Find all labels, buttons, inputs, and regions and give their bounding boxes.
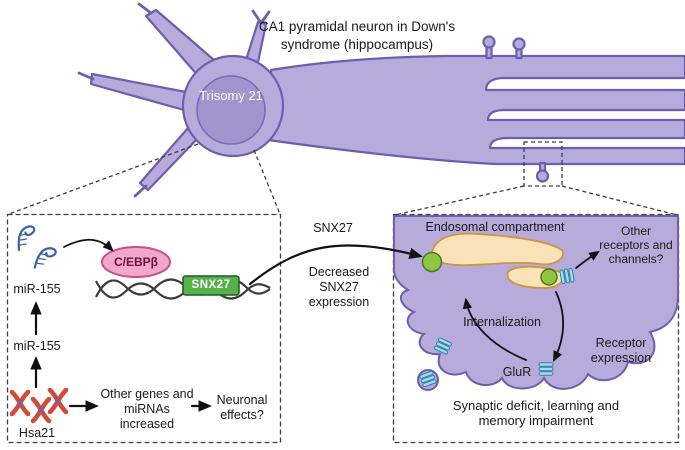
mir155-label: miR-155 — [13, 339, 61, 353]
cebpb-label: C/EBPβ — [114, 255, 158, 269]
endosome — [430, 232, 564, 267]
left-panel-box — [6, 213, 282, 444]
zoom-line — [8, 143, 199, 215]
receptor-icon — [538, 362, 554, 376]
nucleus-label: Trisomy 21 — [199, 88, 263, 103]
receptor-icon — [559, 267, 575, 285]
decreased-expression-label: Decreased SNX27 expression — [308, 265, 370, 309]
axon-branches — [266, 54, 685, 166]
hsa21-label: Hsa21 — [18, 426, 56, 440]
arrow-snx27-to-endosome — [248, 244, 423, 286]
snx27-gene-box — [182, 275, 240, 296]
hsa21-chromosomes — [12, 390, 66, 421]
zoom-line — [561, 185, 678, 216]
snx27-gene-label: SNX27 — [191, 279, 231, 291]
neuron-cell — [77, 2, 685, 198]
endosomal-compartment-label: Endosomal compartment — [425, 220, 565, 234]
right-panel — [393, 215, 679, 391]
zoom-line — [253, 149, 281, 215]
arrow-hairpin-to-cebpb — [63, 238, 114, 252]
arrow-receptor-expression — [552, 291, 565, 363]
dendrite — [138, 126, 200, 192]
zoom-line — [394, 185, 525, 216]
mir155-hairpin-label: miR-155 — [13, 282, 61, 296]
cebpb-protein — [101, 246, 171, 278]
nucleus — [196, 75, 266, 145]
internalization-label: Internalization — [463, 315, 541, 329]
snx27-protein — [540, 268, 558, 286]
mir155-hairpin-icon — [17, 225, 58, 274]
arrow-internalization — [462, 297, 527, 361]
zoom-guides — [6, 141, 680, 444]
snx27-protein — [421, 251, 443, 273]
dendrite-tips — [77, 2, 271, 198]
other-genes-label: Other genes and miRNAs increased — [100, 387, 194, 431]
arrows — [30, 238, 600, 412]
right-panel-box — [392, 213, 680, 444]
snx27-pathway-label: SNX27 — [313, 221, 353, 235]
arrow-other-receptors — [575, 250, 600, 269]
outcome-label: Synaptic deficit, learning and memory im… — [452, 398, 620, 429]
dendrite — [89, 72, 188, 112]
neuronal-effects-label: Neuronal effects? — [216, 393, 268, 422]
left-panel — [12, 225, 271, 421]
spine-head — [482, 35, 496, 49]
spine-zoom-box — [523, 141, 563, 187]
spine-head — [535, 169, 550, 183]
receptor-expression-label: Receptor expression — [590, 336, 652, 365]
figure-title: CA1 pyramidal neuron in Down's syndrome … — [258, 19, 456, 52]
other-receptors-label: Other receptors and channels? — [599, 224, 673, 267]
spine-head — [512, 37, 526, 51]
glur-label: GluR — [502, 365, 532, 379]
